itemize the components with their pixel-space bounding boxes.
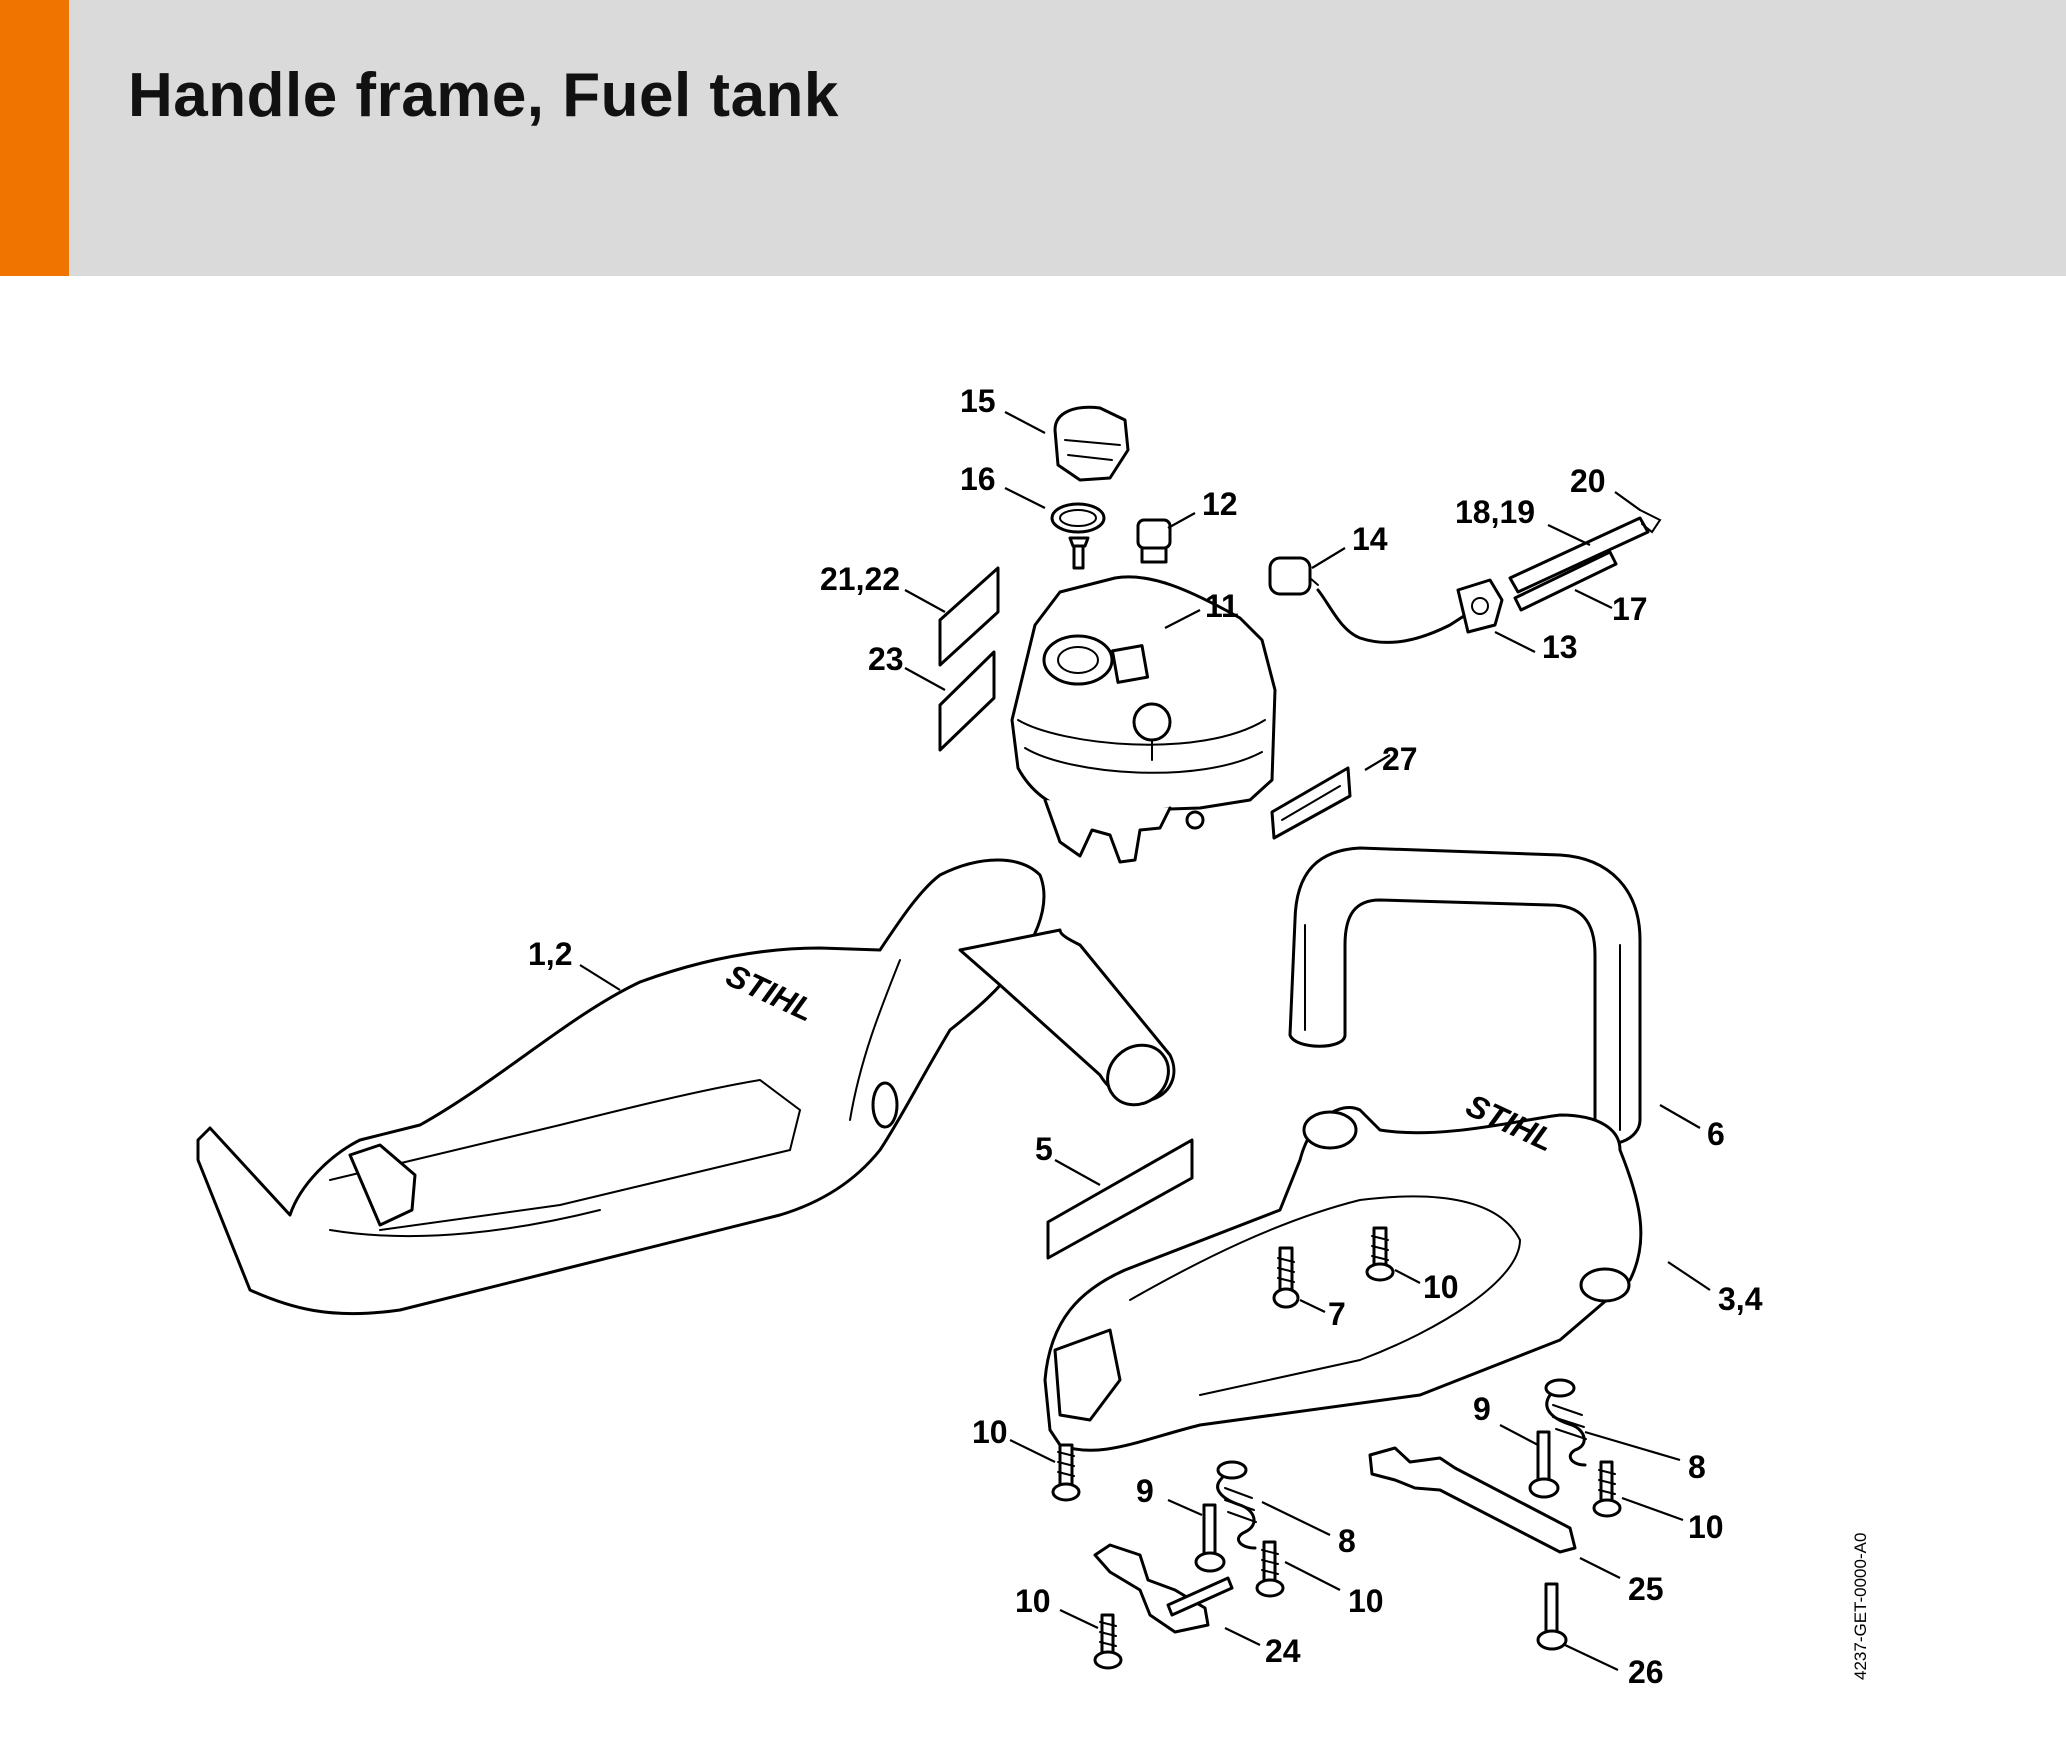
front-handle-grip[interactable] [958, 928, 1181, 1117]
screw-10-c[interactable] [1093, 1613, 1123, 1670]
page-title: Handle frame, Fuel tank [128, 61, 839, 130]
screw-10-a[interactable] [1051, 1443, 1081, 1502]
spring-8-a[interactable] [1216, 1460, 1257, 1550]
callout-15: 15 [960, 383, 996, 419]
callout-11: 11 [1205, 588, 1239, 624]
callout-12: 12 [1202, 486, 1238, 522]
callout-9-a: 9 [1136, 1473, 1154, 1509]
callout-23: 23 [868, 641, 904, 677]
decal-23[interactable] [938, 650, 996, 752]
callout-3-4: 3,4 [1718, 1281, 1763, 1317]
callout-5: 5 [1035, 1131, 1053, 1167]
screw-10-b[interactable] [1255, 1540, 1285, 1598]
hose-17[interactable] [1513, 550, 1618, 612]
bale-handle[interactable] [1288, 846, 1642, 1146]
screw-10-d[interactable] [1592, 1460, 1622, 1518]
spring-clip[interactable] [1639, 509, 1662, 534]
fuel-pickup-filter[interactable] [1268, 556, 1319, 596]
callout-10-a: 10 [972, 1414, 1008, 1450]
callout-labels: 15 16 12 20 18,19 14 21,22 11 17 13 23 2… [528, 383, 1763, 1690]
callout-6: 6 [1707, 1116, 1725, 1152]
callout-8-b: 8 [1688, 1449, 1706, 1485]
callout-8-a: 8 [1338, 1523, 1356, 1559]
bracket-24[interactable] [1093, 1543, 1234, 1634]
orange-accent-bar [0, 0, 69, 276]
callout-10-c: 10 [1015, 1583, 1051, 1619]
callout-10-frame: 10 [1423, 1269, 1459, 1305]
handle-frame-left[interactable] [196, 858, 1046, 1316]
o-ring[interactable] [1050, 502, 1106, 534]
callout-13: 13 [1542, 629, 1578, 665]
drawing-code: 4237-GET-0000-A0 [1851, 1533, 1870, 1680]
decal-27[interactable] [1270, 766, 1352, 840]
callout-25: 25 [1628, 1571, 1664, 1607]
callout-9-b: 9 [1473, 1391, 1491, 1427]
screw-10-frame[interactable] [1365, 1226, 1395, 1282]
fuel-hose[interactable] [1316, 588, 1472, 644]
callout-17: 17 [1612, 591, 1648, 627]
callout-7: 7 [1328, 1296, 1346, 1332]
screw-7[interactable] [1272, 1246, 1300, 1309]
callout-24: 24 [1265, 1633, 1301, 1669]
cap-screw[interactable] [1068, 536, 1090, 570]
spring-8-b[interactable] [1544, 1378, 1587, 1467]
callout-21-22: 21,22 [820, 561, 900, 597]
callout-18-19: 18,19 [1455, 494, 1535, 530]
leader-lines [579, 411, 1711, 1671]
callout-16: 16 [960, 461, 996, 497]
callout-10-d: 10 [1688, 1509, 1724, 1545]
decal-21-22[interactable] [938, 566, 1000, 667]
decal-5[interactable] [1046, 1138, 1194, 1260]
screw-26[interactable] [1536, 1582, 1568, 1651]
callout-26: 26 [1628, 1654, 1664, 1690]
callout-14: 14 [1352, 521, 1388, 557]
callout-27: 27 [1382, 741, 1418, 777]
bracket-25[interactable] [1368, 1446, 1577, 1554]
callout-1-2: 1,2 [528, 936, 572, 972]
filler-cap[interactable] [1053, 405, 1130, 482]
callout-10-b: 10 [1348, 1583, 1384, 1619]
handle-frame-right[interactable] [1043, 1106, 1643, 1452]
fuel-tank[interactable] [1010, 575, 1277, 864]
screw-9-b[interactable] [1528, 1430, 1560, 1499]
screw-9-a[interactable] [1194, 1503, 1226, 1573]
tank-vent-valve[interactable] [1136, 518, 1172, 564]
callout-20: 20 [1570, 463, 1606, 499]
hose-18-19[interactable] [1508, 516, 1650, 594]
page-header: Handle frame, Fuel tank [0, 0, 2066, 276]
grommet[interactable] [1456, 578, 1504, 634]
